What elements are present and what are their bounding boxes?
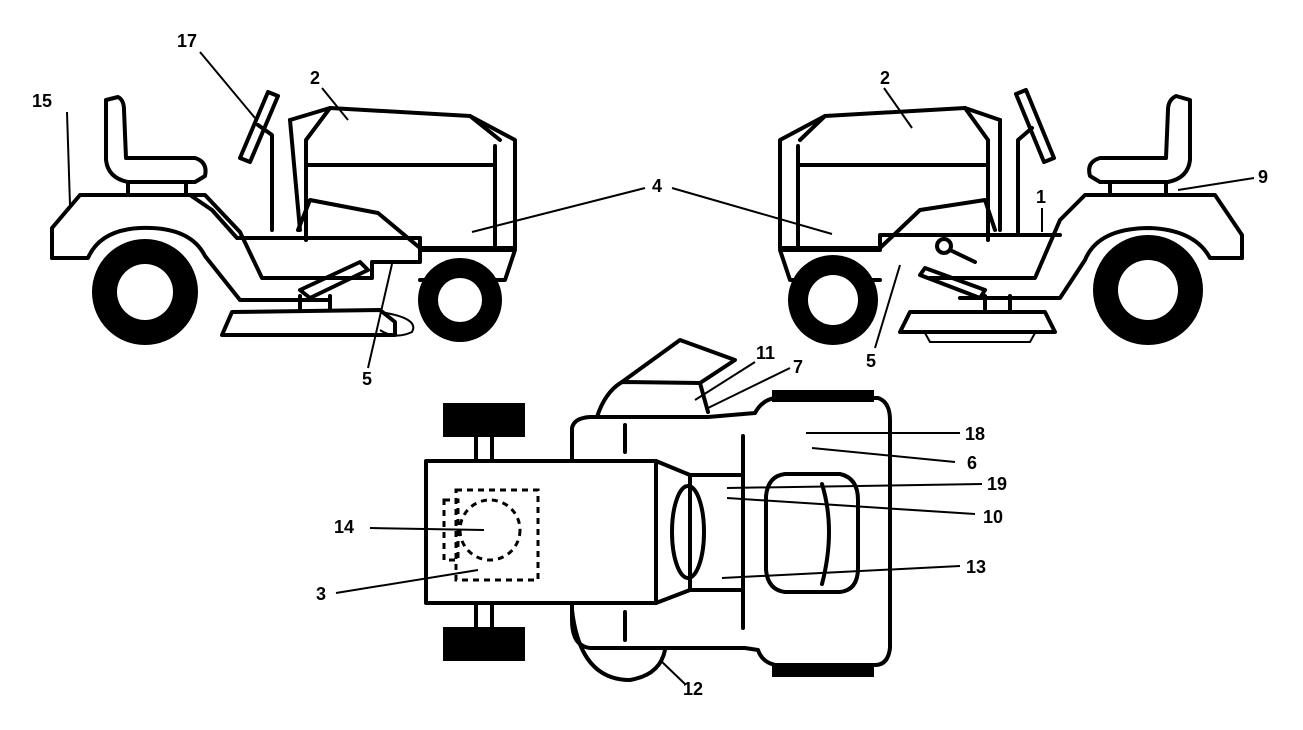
hood-left (288, 106, 517, 250)
rear-fender-right (928, 193, 1244, 280)
callout-2-right: 2 (880, 68, 890, 88)
callout-5-left: 5 (362, 369, 372, 389)
callout-3: 3 (316, 584, 326, 604)
mower-deck-right (898, 310, 1057, 334)
steering-wheel-left (238, 90, 280, 164)
callout-19: 19 (987, 474, 1007, 494)
callout-13: 13 (966, 557, 986, 577)
seat-left (104, 95, 208, 184)
mower-deck-left (220, 308, 397, 337)
rear-fender-left (50, 193, 422, 280)
tractor-right-side-view (778, 88, 1244, 345)
tractor-top-view (424, 338, 892, 682)
rear-wheel-top-lower (772, 665, 874, 677)
front-wheel-top-upper (443, 403, 525, 437)
callout-17: 17 (177, 31, 197, 51)
callout-7: 7 (793, 357, 803, 377)
callout-6: 6 (967, 453, 977, 473)
hood-top (424, 459, 658, 605)
callout-1: 1 (1036, 187, 1046, 207)
steering-wheel-right (1014, 88, 1056, 164)
seat-right (1087, 94, 1192, 184)
callout-9: 9 (1258, 167, 1268, 187)
callout-11: 11 (756, 343, 775, 363)
front-wheel-top-lower (443, 627, 525, 661)
callout-14: 14 (334, 517, 354, 537)
body-top (570, 396, 892, 667)
callout-15: 15 (32, 91, 52, 111)
seat-top (764, 472, 860, 594)
callout-2-left: 2 (310, 68, 320, 88)
discharge-chute-top (595, 380, 710, 419)
leader-lines (66, 51, 1255, 685)
callout-12: 12 (683, 679, 703, 699)
tractor-left-side-view (50, 90, 517, 345)
callout-4: 4 (652, 176, 662, 196)
callout-5-right: 5 (866, 351, 876, 371)
callout-18: 18 (965, 424, 985, 444)
callout-labels: 15 17 2 4 5 2 9 1 5 11 7 18 6 19 10 13 1… (32, 31, 1268, 699)
callout-10: 10 (983, 507, 1003, 527)
